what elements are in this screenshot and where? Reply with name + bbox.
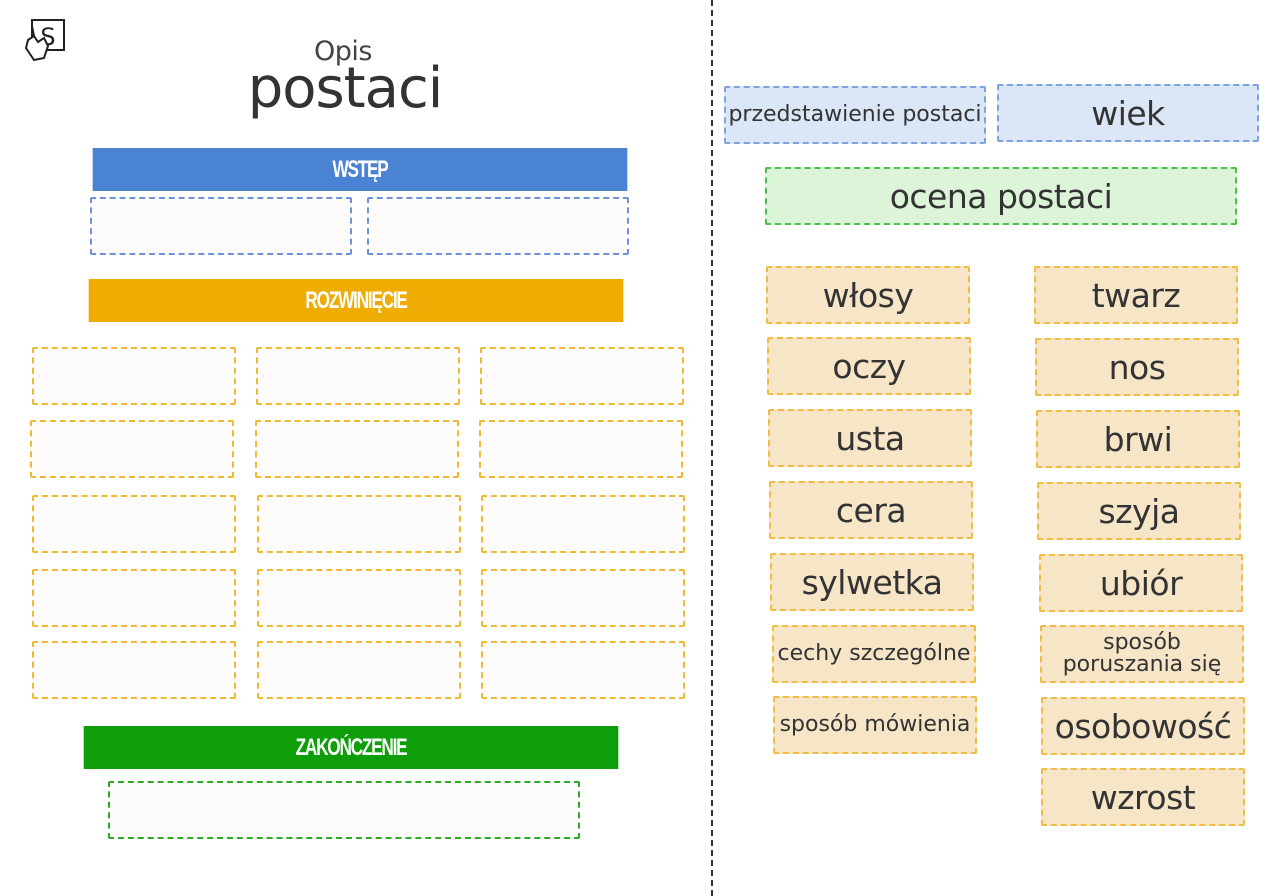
- drop-slot-body-8[interactable]: [257, 495, 461, 553]
- card-cera[interactable]: cera: [769, 481, 973, 539]
- page-divider: [711, 0, 713, 896]
- drop-slot-body-11[interactable]: [257, 569, 461, 627]
- drop-slot-body-10[interactable]: [32, 569, 236, 627]
- card-cechy-szczegolne[interactable]: cechy szczególne: [772, 625, 976, 683]
- drop-slot-body-12[interactable]: [481, 569, 685, 627]
- card-ubior[interactable]: ubiór: [1039, 554, 1243, 612]
- card-wiek[interactable]: wiek: [997, 84, 1259, 142]
- drop-slot-body-13[interactable]: [32, 641, 236, 699]
- card-sylwetka[interactable]: sylwetka: [770, 553, 974, 611]
- drop-slot-body-15[interactable]: [481, 641, 685, 699]
- card-szyja[interactable]: szyja: [1037, 482, 1241, 540]
- card-twarz[interactable]: twarz: [1034, 266, 1238, 324]
- card-nos[interactable]: nos: [1035, 338, 1239, 396]
- section-label-body: ROZWINIĘCIE: [305, 286, 407, 314]
- drop-slot-body-5[interactable]: [255, 420, 459, 478]
- card-wlosy[interactable]: włosy: [766, 266, 970, 324]
- section-bar-ending: ZAKOŃCZENIE: [83, 726, 619, 769]
- drop-slot-body-14[interactable]: [257, 641, 461, 699]
- drop-slot-body-7[interactable]: [32, 495, 236, 553]
- drop-slot-body-6[interactable]: [479, 420, 683, 478]
- card-osobowosc[interactable]: osobowość: [1041, 697, 1245, 755]
- section-bar-body: ROZWINIĘCIE: [88, 279, 624, 322]
- card-predstawienie[interactable]: przedstawienie postaci: [724, 86, 986, 144]
- card-usta[interactable]: usta: [768, 409, 972, 467]
- drop-slot-intro-1[interactable]: [90, 197, 352, 255]
- page-title: postaci: [247, 56, 444, 121]
- drop-slot-body-1[interactable]: [32, 347, 236, 405]
- card-sposob-mowienia[interactable]: sposób mówienia: [773, 696, 977, 754]
- section-label-ending: ZAKOŃCZENIE: [295, 733, 408, 761]
- drop-slot-body-9[interactable]: [481, 495, 685, 553]
- drop-slot-intro-2[interactable]: [367, 197, 629, 255]
- page-subtitle: Opis: [314, 36, 372, 67]
- card-oczy[interactable]: oczy: [767, 337, 971, 395]
- drop-slot-body-2[interactable]: [256, 347, 460, 405]
- drop-slot-body-4[interactable]: [30, 420, 234, 478]
- card-wzrost[interactable]: wzrost: [1041, 768, 1245, 826]
- card-brwi[interactable]: brwi: [1036, 410, 1240, 468]
- section-label-intro: WSTĘP: [332, 155, 388, 183]
- card-ocena-postaci[interactable]: ocena postaci: [765, 167, 1237, 225]
- card-sposob-poruszania[interactable]: sposób poruszania się: [1040, 625, 1244, 683]
- drop-slot-body-3[interactable]: [480, 347, 684, 405]
- drop-slot-ending[interactable]: [108, 781, 580, 839]
- logo-icon: S: [22, 18, 68, 64]
- section-bar-intro: WSTĘP: [92, 148, 628, 191]
